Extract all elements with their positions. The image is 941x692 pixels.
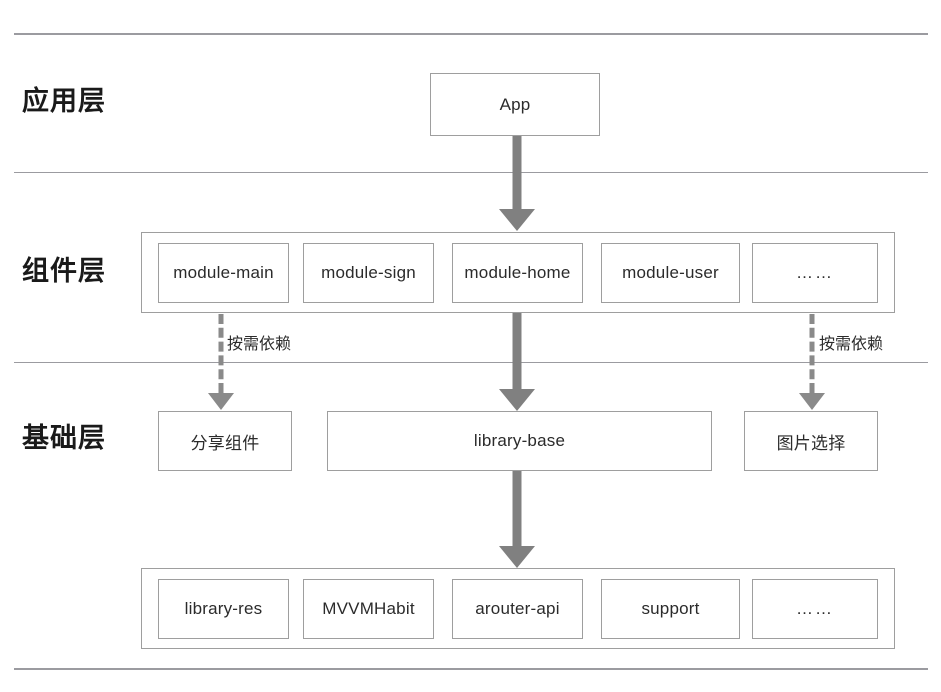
divider-top (14, 33, 928, 35)
node-module-home[interactable]: module-home (452, 243, 583, 303)
layer-title-application: 应用层 (22, 86, 106, 116)
dashed-arrow-others-to-imagepicker (799, 314, 825, 411)
divider-bottom (14, 668, 928, 670)
node-image-picker[interactable]: 图片选择 (744, 411, 878, 471)
arrow-app-to-component (499, 136, 535, 231)
node-share-component[interactable]: 分享组件 (158, 411, 292, 471)
node-library-res[interactable]: library-res (158, 579, 289, 639)
node-app[interactable]: App (430, 73, 600, 136)
node-libs-more[interactable]: …… (752, 579, 878, 639)
node-module-user[interactable]: module-user (601, 243, 740, 303)
node-module-main[interactable]: module-main (158, 243, 289, 303)
arrow-base-to-libs (499, 471, 535, 568)
dashed-arrow-main-to-share (208, 314, 234, 411)
node-mvvmhabit[interactable]: MVVMHabit (303, 579, 434, 639)
node-arouter-api[interactable]: arouter-api (452, 579, 583, 639)
layer-title-component: 组件层 (22, 256, 106, 286)
node-module-sign[interactable]: module-sign (303, 243, 434, 303)
layer-title-foundation: 基础层 (22, 423, 106, 453)
divider-component-base (14, 362, 928, 363)
edge-label-others-to-imagepicker: 按需依赖 (819, 336, 884, 353)
arrow-component-to-base (499, 313, 535, 411)
node-support[interactable]: support (601, 579, 740, 639)
node-module-more[interactable]: …… (752, 243, 878, 303)
divider-app-component (14, 172, 928, 173)
edge-label-main-to-share: 按需依赖 (227, 336, 292, 353)
node-library-base[interactable]: library-base (327, 411, 712, 471)
